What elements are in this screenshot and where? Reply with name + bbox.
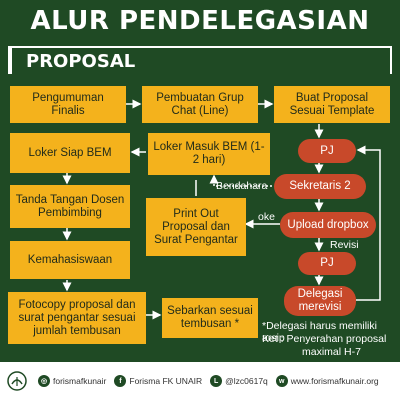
footer-facebook-name: Forisma FK UNAIR (129, 376, 203, 386)
box-pengumuman-finalis: Pengumuman Finalis (10, 86, 126, 123)
section-frame (8, 46, 392, 74)
arrow-delegasi-loop (356, 145, 381, 301)
box-fotocopy: Fotocopy proposal dan surat pengantar se… (8, 292, 146, 344)
box-loker-masuk: Loker Masuk BEM (1-2 hari) (148, 133, 270, 175)
box-loker-siap: Loker Siap BEM (10, 133, 130, 173)
label-oke: oke (258, 211, 275, 223)
footer-web[interactable]: w www.forismafkunair.org (275, 375, 379, 387)
line-app-icon: L (210, 375, 223, 387)
pill-upload-dropbox: Upload dropbox (280, 212, 376, 238)
facebook-icon: f (114, 375, 127, 387)
diagram-title: ALUR PENDELEGASIAN (30, 6, 370, 36)
footer-instagram-handle: forismafkunair (53, 376, 107, 386)
pill-pj: PJ (298, 139, 356, 163)
pill-sekretaris: Sekretaris 2 (274, 174, 366, 199)
web-icon: w (275, 375, 288, 387)
pill-delegasi-merevisi: Delegasi merevisi (284, 286, 356, 316)
note-ket: Ket : Penyerahan proposal (262, 333, 387, 345)
arrow-bendahara-up (209, 174, 246, 187)
pill-pj-revisi: PJ (298, 252, 356, 275)
label-bendahara: Bendahara (216, 180, 268, 192)
note-maximal: maximal H-7 (302, 346, 361, 358)
footer-instagram[interactable]: ◎ forismafkunair (38, 375, 106, 387)
section-label: PROPOSAL (26, 51, 136, 72)
instagram-icon: ◎ (38, 375, 50, 387)
label-revisi: Revisi (330, 239, 359, 251)
box-print-out: Print Out Proposal dan Surat Pengantar (146, 198, 246, 256)
footer-bar: ◎ forismafkunair f Forisma FK UNAIR L @l… (0, 362, 400, 400)
footer-line-id: @lzc0617q (225, 376, 268, 386)
note-arsip: *Delegasi harus memiliki arsip (262, 320, 377, 344)
footer-facebook[interactable]: f Forisma FK UNAIR (114, 375, 202, 387)
box-buat-proposal: Buat Proposal Sesuai Template (274, 86, 390, 123)
footer-web-url: www.forismafkunair.org (290, 376, 379, 386)
box-tanda-tangan: Tanda Tangan Dosen Pembimbing (10, 185, 130, 228)
org-logo-icon (6, 370, 28, 392)
footer-line[interactable]: L @lzc0617q (210, 375, 268, 387)
box-sebarkan: Sebarkan sesuai tembusan * (162, 298, 258, 338)
box-kemahasiswaan: Kemahasiswaan (10, 241, 130, 279)
box-grup-chat: Pembuatan Grup Chat (Line) (142, 86, 258, 123)
